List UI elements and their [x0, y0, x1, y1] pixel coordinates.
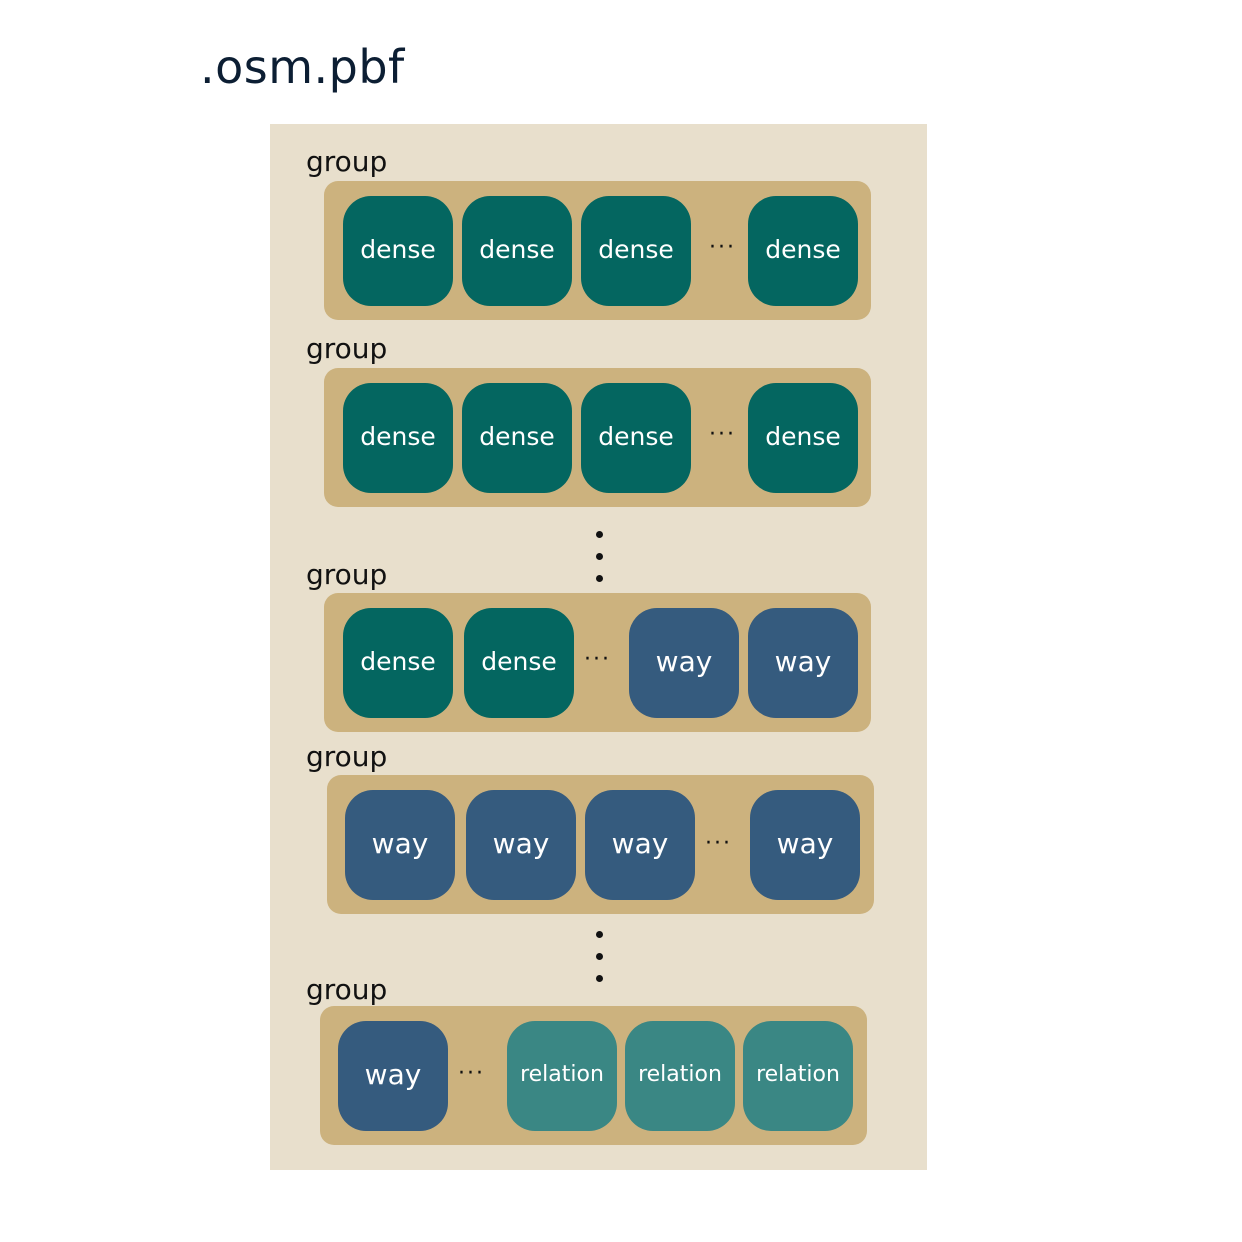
ellipsis: ··· [709, 235, 736, 260]
dense-block: dense [581, 196, 691, 306]
group-box: way ··· relation relation relation [320, 1006, 867, 1145]
dense-block: dense [748, 383, 858, 493]
group-label: group [306, 973, 388, 1006]
vertical-ellipsis [596, 931, 604, 997]
group-label: group [306, 740, 388, 773]
dense-block: dense [464, 608, 574, 718]
way-block: way [338, 1021, 448, 1131]
way-block: way [585, 790, 695, 900]
group-box: dense dense dense ··· dense [324, 368, 871, 507]
relation-block: relation [507, 1021, 617, 1131]
way-block: way [345, 790, 455, 900]
group-label: group [306, 332, 388, 365]
way-block: way [629, 608, 739, 718]
group-box: dense dense ··· way way [324, 593, 871, 732]
ellipsis: ··· [458, 1061, 485, 1086]
vertical-ellipsis [596, 531, 604, 597]
relation-block: relation [743, 1021, 853, 1131]
way-block: way [750, 790, 860, 900]
dense-block: dense [462, 383, 572, 493]
group-label: group [306, 558, 388, 591]
ellipsis: ··· [705, 831, 732, 856]
dense-block: dense [462, 196, 572, 306]
group-box: dense dense dense ··· dense [324, 181, 871, 320]
dense-block: dense [343, 196, 453, 306]
group-box: way way way ··· way [327, 775, 874, 914]
ellipsis: ··· [584, 647, 611, 672]
dense-block: dense [343, 608, 453, 718]
file-title: .osm.pbf [200, 40, 405, 94]
relation-block: relation [625, 1021, 735, 1131]
dense-block: dense [343, 383, 453, 493]
dense-block: dense [581, 383, 691, 493]
way-block: way [466, 790, 576, 900]
ellipsis: ··· [709, 422, 736, 447]
group-label: group [306, 145, 388, 178]
dense-block: dense [748, 196, 858, 306]
way-block: way [748, 608, 858, 718]
